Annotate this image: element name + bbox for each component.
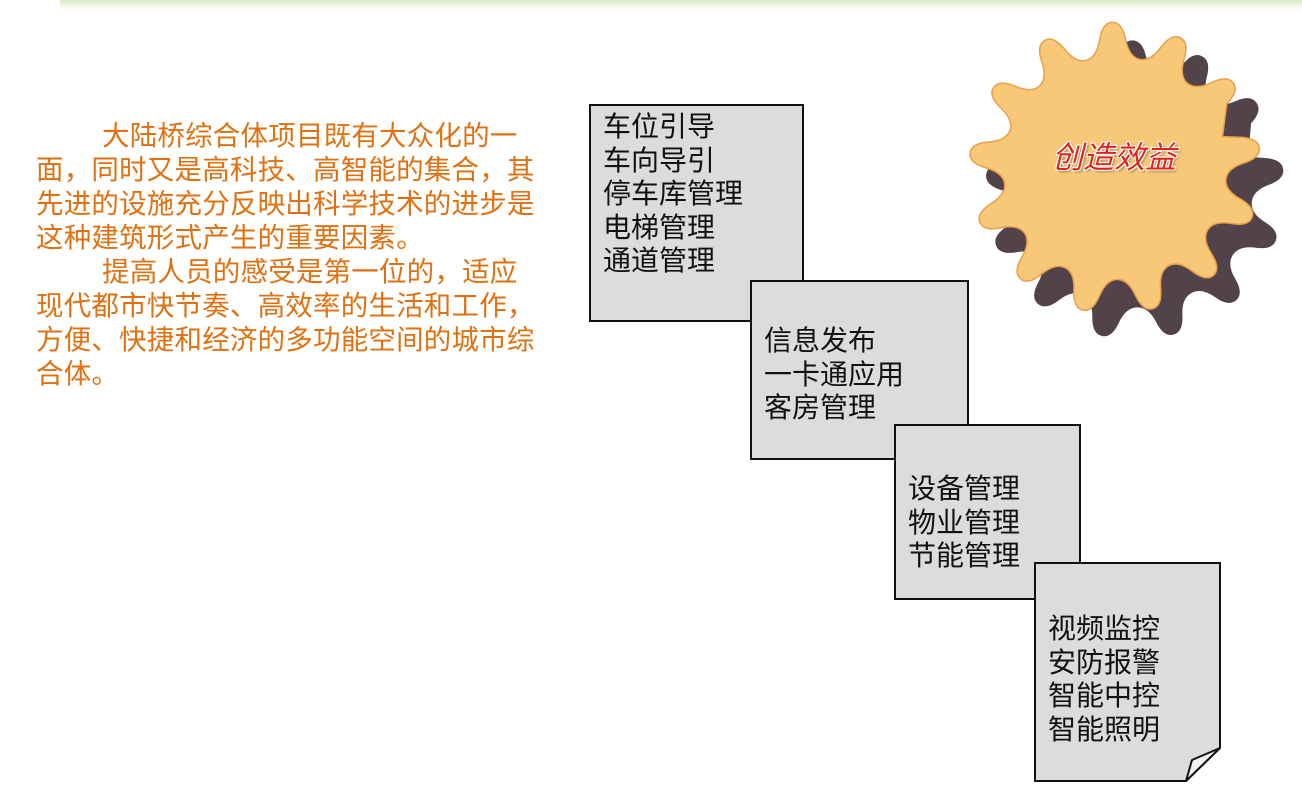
note-line: 信息发布 [764, 324, 877, 357]
note-line: 安防报警 [1048, 645, 1161, 679]
note-line: 通道管理 [603, 244, 716, 277]
note-line: 智能中控 [1048, 679, 1161, 712]
note-line: 停车库管理 [603, 177, 744, 210]
description-paragraph-2: 提高人员的感受是第一位的，适应现代都市快节奏、高效率的生活和工作，方便、快捷和经… [36, 256, 535, 390]
note-line: 智能照明 [1048, 712, 1161, 746]
note-line: 车位引导 [603, 110, 716, 143]
description-paragraph-1: 大陆桥综合体项目既有大众化的一面，同时又是高科技、高智能的集合，其先进的设施充分… [36, 120, 535, 254]
gear-label: 创造效益 [1052, 140, 1176, 176]
note-card-security: 视频监控 安防报警 智能中控 智能照明 [1034, 562, 1222, 782]
note-line: 视频监控 [1048, 612, 1161, 645]
note-line: 客房管理 [764, 391, 877, 424]
note-card-shape [1034, 562, 1221, 782]
top-banner-band [60, 0, 1302, 10]
gear-icon [969, 21, 1284, 337]
note-line: 一卡通应用 [764, 357, 905, 391]
note-line: 设备管理 [908, 472, 1021, 505]
description-text: 大陆桥综合体项目既有大众化的一面，同时又是高科技、高智能的集合，其先进的设施充分… [36, 119, 536, 391]
note-line: 节能管理 [908, 539, 1021, 572]
note-line: 车向导引 [603, 143, 716, 177]
note-line: 电梯管理 [603, 210, 716, 244]
note-line: 物业管理 [908, 505, 1021, 539]
note-card-parking: 车位引导 车向导引 停车库管理 电梯管理 通道管理 [589, 104, 805, 322]
gear-body [969, 21, 1261, 312]
benefit-gear [955, 10, 1285, 350]
